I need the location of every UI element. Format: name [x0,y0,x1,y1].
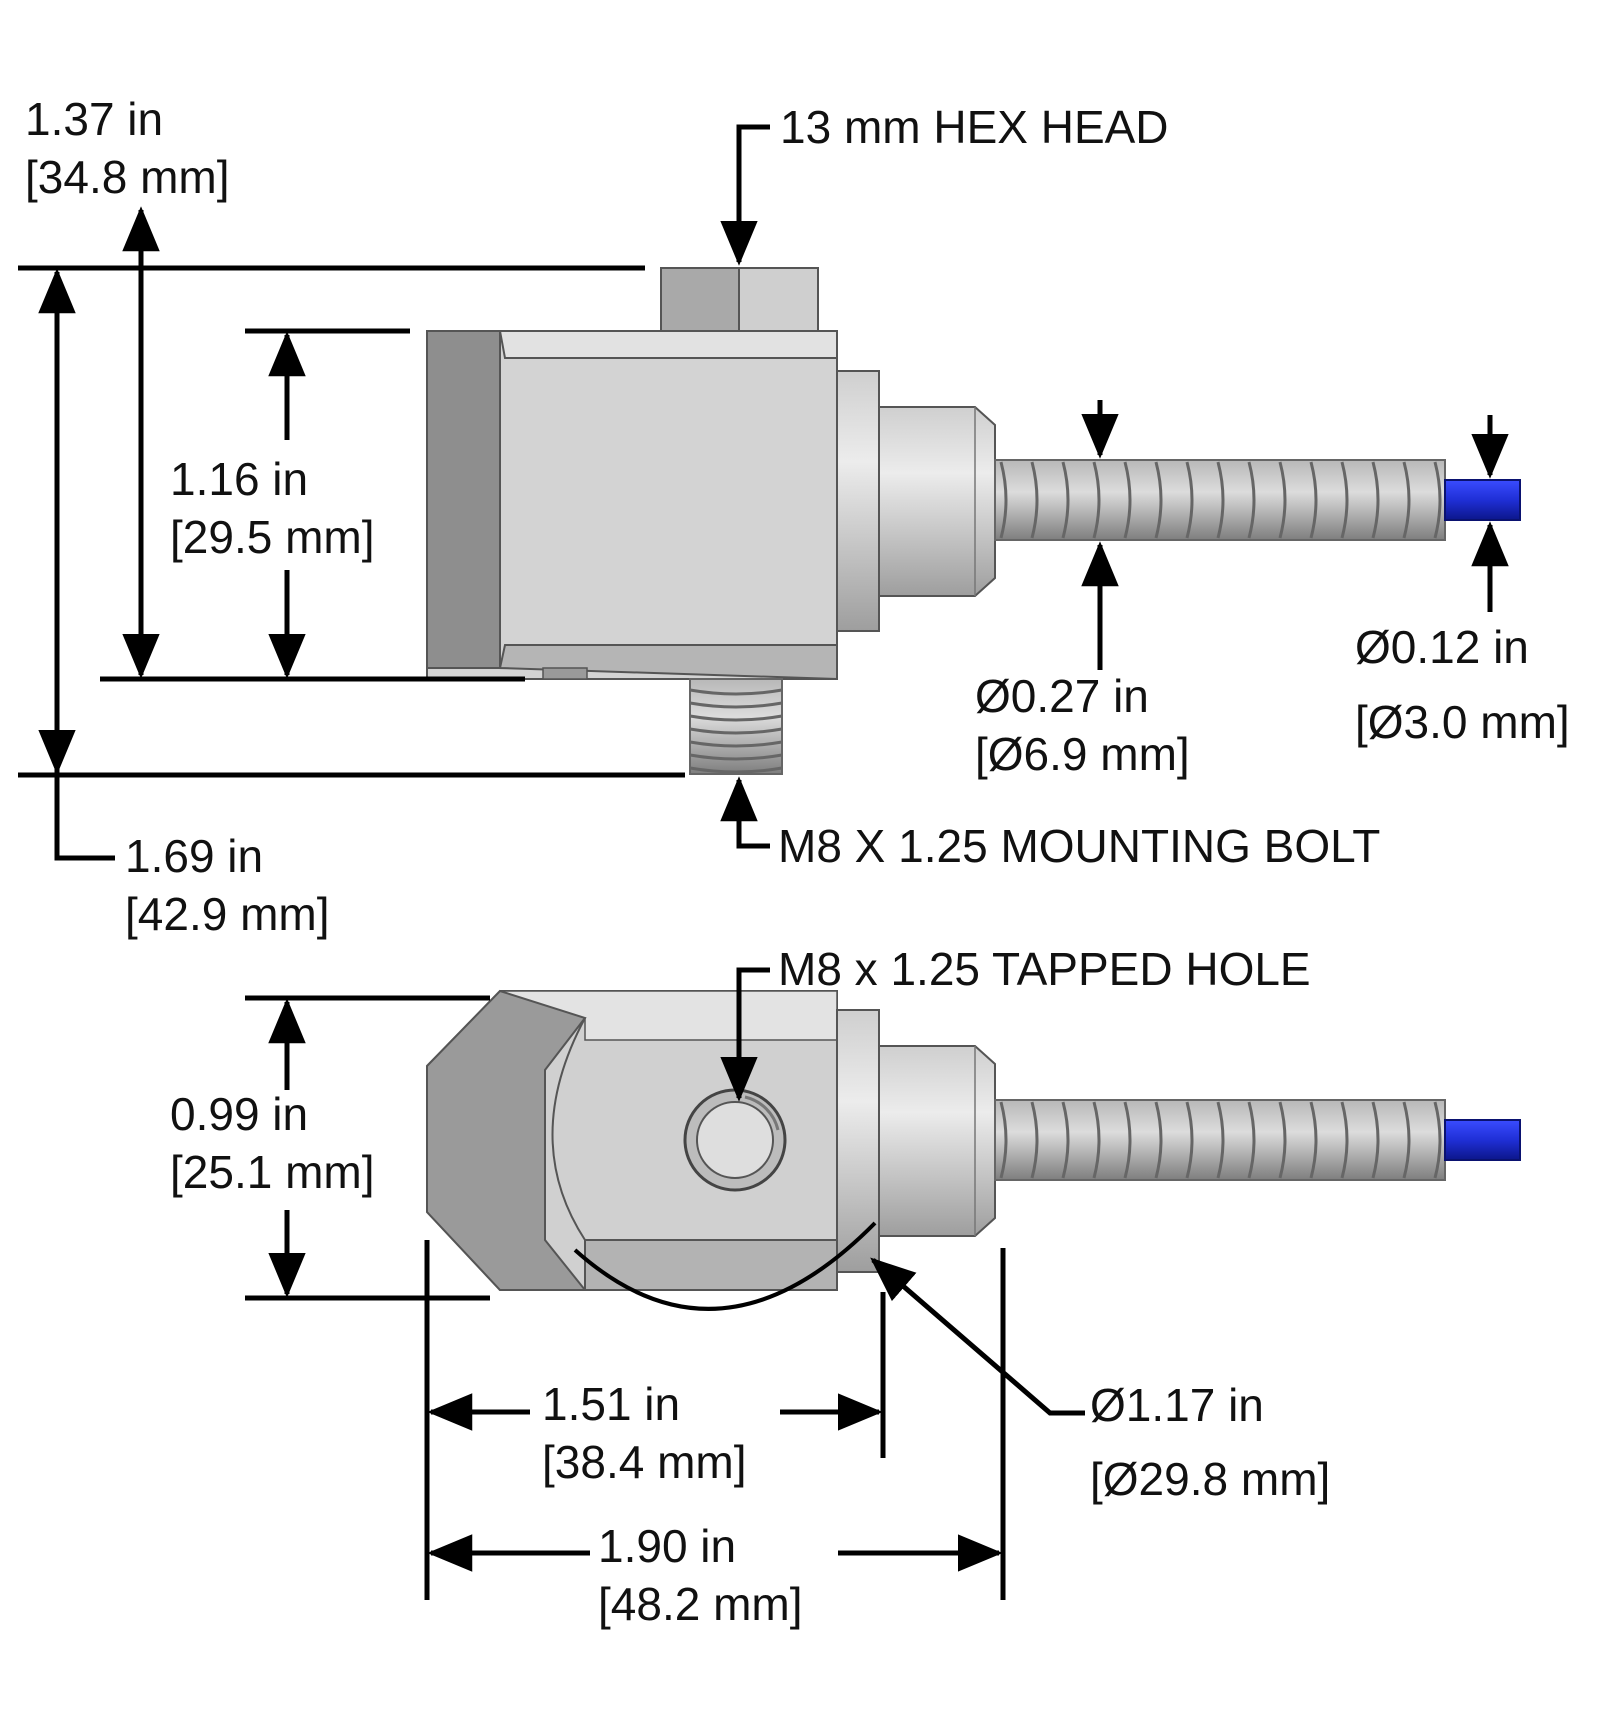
body-length-in: 1.51 in [542,1378,680,1430]
connector-top [836,1009,996,1273]
swing-diameter-mm: [Ø29.8 mm] [1090,1453,1330,1505]
thread-ridge [1123,461,1132,539]
body-height-mm: [29.5 mm] [170,511,375,563]
thread-ridge [1061,461,1070,539]
connector-side [836,370,996,632]
thread-ridge [1278,1101,1287,1179]
thread-ridge [1371,461,1380,539]
cable-side [1444,479,1521,521]
cable-diameter-in: Ø0.12 in [1355,621,1529,673]
thread-ridge [1247,461,1256,539]
cable-diameter-mm: [Ø3.0 mm] [1355,696,1570,748]
thread-ridge [1030,461,1039,539]
total-height-mm: [42.9 mm] [125,888,330,940]
hose-diameter-in: Ø0.27 in [975,670,1149,722]
sensor-body-side [426,330,838,681]
thread-ridge [1278,461,1287,539]
top-view [426,989,1521,1311]
thread-ridge [1185,461,1194,539]
thread-ridge [999,1101,1008,1179]
overall-length-in: 1.90 in [598,1520,736,1572]
bolt-thread-ridge [689,714,783,722]
bolt-thread-ridge [689,688,783,696]
thread-ridge [1402,1101,1411,1179]
thread-ridge [1309,1101,1318,1179]
body-length-mm: [38.4 mm] [542,1436,747,1488]
thread-ridge [1340,461,1349,539]
bolt-thread-ridge [689,753,783,761]
labels: 1.37 in [34.8 mm] 13 mm HEX HEAD 1.16 in… [25,93,1570,1630]
dimension-lines [18,124,1509,1600]
overall-height-in: 1.37 in [25,93,163,145]
thread-ridge [1247,1101,1256,1179]
side-view [426,267,1521,775]
thread-ridge [1433,461,1442,539]
armored-hose-side [994,459,1446,541]
bolt-thread-ridge [689,701,783,709]
overall-length-mm: [48.2 mm] [598,1578,803,1630]
body-height-in: 1.16 in [170,453,308,505]
thread-ridge [1123,1101,1132,1179]
thread-ridge [1030,1101,1039,1179]
total-height-in: 1.69 in [125,830,263,882]
body-width-mm: [25.1 mm] [170,1146,375,1198]
thread-ridge [1433,1101,1442,1179]
body-width-in: 0.99 in [170,1088,308,1140]
tapped-hole-callout: M8 x 1.25 TAPPED HOLE [778,943,1311,995]
bolt-thread-ridge [689,727,783,735]
thread-ridge [1154,461,1163,539]
thread-ridge [1371,1101,1380,1179]
thread-ridge [1061,1101,1070,1179]
tapped-hole [683,1088,787,1192]
mounting-bolt [689,678,783,775]
swing-arc [573,1221,877,1311]
sensor-body-top [426,989,838,1291]
thread-ridge [999,461,1008,539]
swing-diameter-in: Ø1.17 in [1090,1379,1264,1431]
hex-head [660,267,819,332]
armored-hose-top [994,1099,1446,1181]
hose-diameter-mm: [Ø6.9 mm] [975,728,1190,780]
thread-ridge [1402,461,1411,539]
thread-ridge [1340,1101,1349,1179]
thread-ridge [1092,1101,1101,1179]
mounting-bolt-callout: M8 X 1.25 MOUNTING BOLT [778,820,1380,872]
overall-height-mm: [34.8 mm] [25,151,230,203]
thread-ridge [1216,461,1225,539]
thread-ridge [1309,461,1318,539]
thread-ridge [1216,1101,1225,1179]
cable-top [1444,1119,1521,1161]
thread-ridge [1092,461,1101,539]
thread-ridge [1185,1101,1194,1179]
bolt-thread-ridge [689,740,783,748]
hex-head-callout: 13 mm HEX HEAD [780,101,1169,153]
thread-ridge [1154,1101,1163,1179]
bolt-thread-ridge [689,766,783,774]
